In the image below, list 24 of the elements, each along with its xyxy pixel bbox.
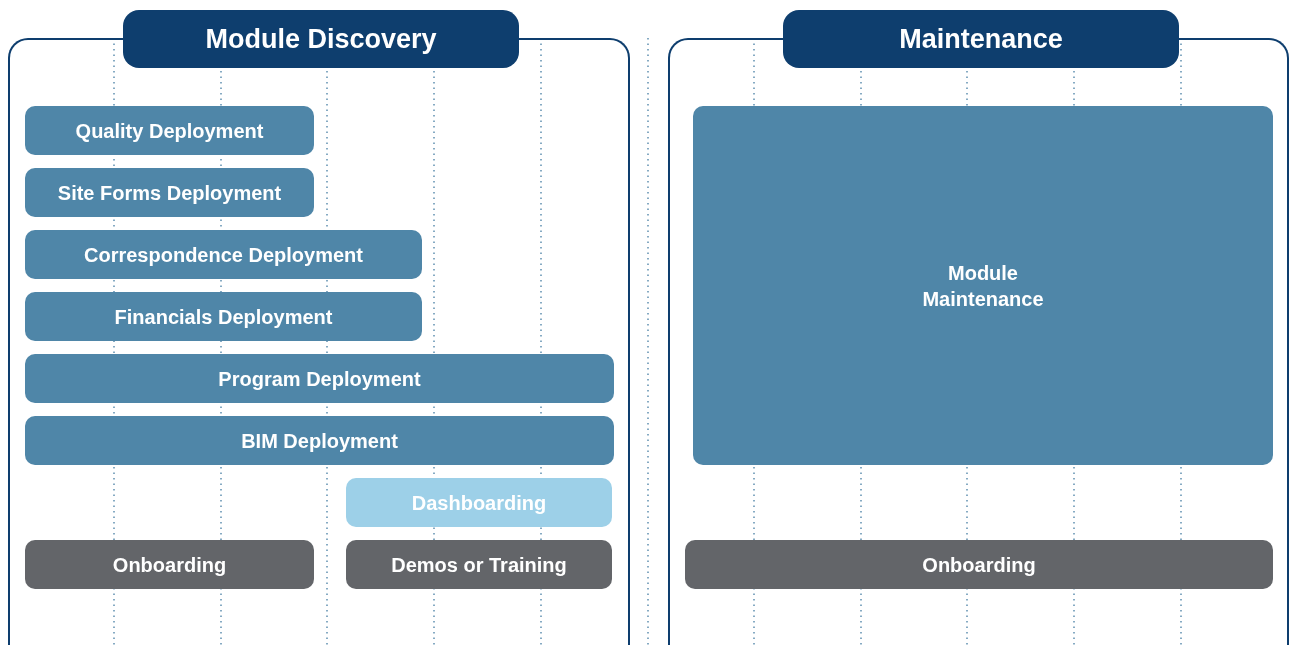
onboarding-bar xyxy=(685,540,1273,589)
panel-heading: Maintenance xyxy=(783,10,1179,68)
onboarding-bar xyxy=(25,540,314,589)
onboarding-bar xyxy=(346,540,612,589)
bar-label: Program Deployment xyxy=(218,366,421,392)
bar-label: Onboarding xyxy=(112,552,227,578)
bar-label: BIM Deployment xyxy=(241,428,398,454)
bar-label: Correspondence Deployment xyxy=(84,242,363,268)
bar-label: Demos or Training xyxy=(391,552,567,578)
bar-label: Dashboarding xyxy=(411,490,547,516)
bar-label: Onboarding xyxy=(922,552,1036,578)
deployment-bar xyxy=(693,106,1273,465)
deployment-bar xyxy=(25,354,614,403)
bar-label: Quality Deployment xyxy=(75,118,264,144)
bar-label: Financials Deployment xyxy=(114,304,333,330)
deployment-bar xyxy=(25,292,422,341)
deployment-bar xyxy=(25,416,614,465)
bar-label: Module Maintenance xyxy=(921,260,1045,312)
dashboarding-bar xyxy=(346,478,612,527)
bar-label: Site Forms Deployment xyxy=(57,180,282,206)
deployment-bar xyxy=(25,230,422,279)
panel-heading: Module Discovery xyxy=(123,10,519,68)
deployment-bar xyxy=(25,106,314,155)
deployment-bar xyxy=(25,168,314,217)
